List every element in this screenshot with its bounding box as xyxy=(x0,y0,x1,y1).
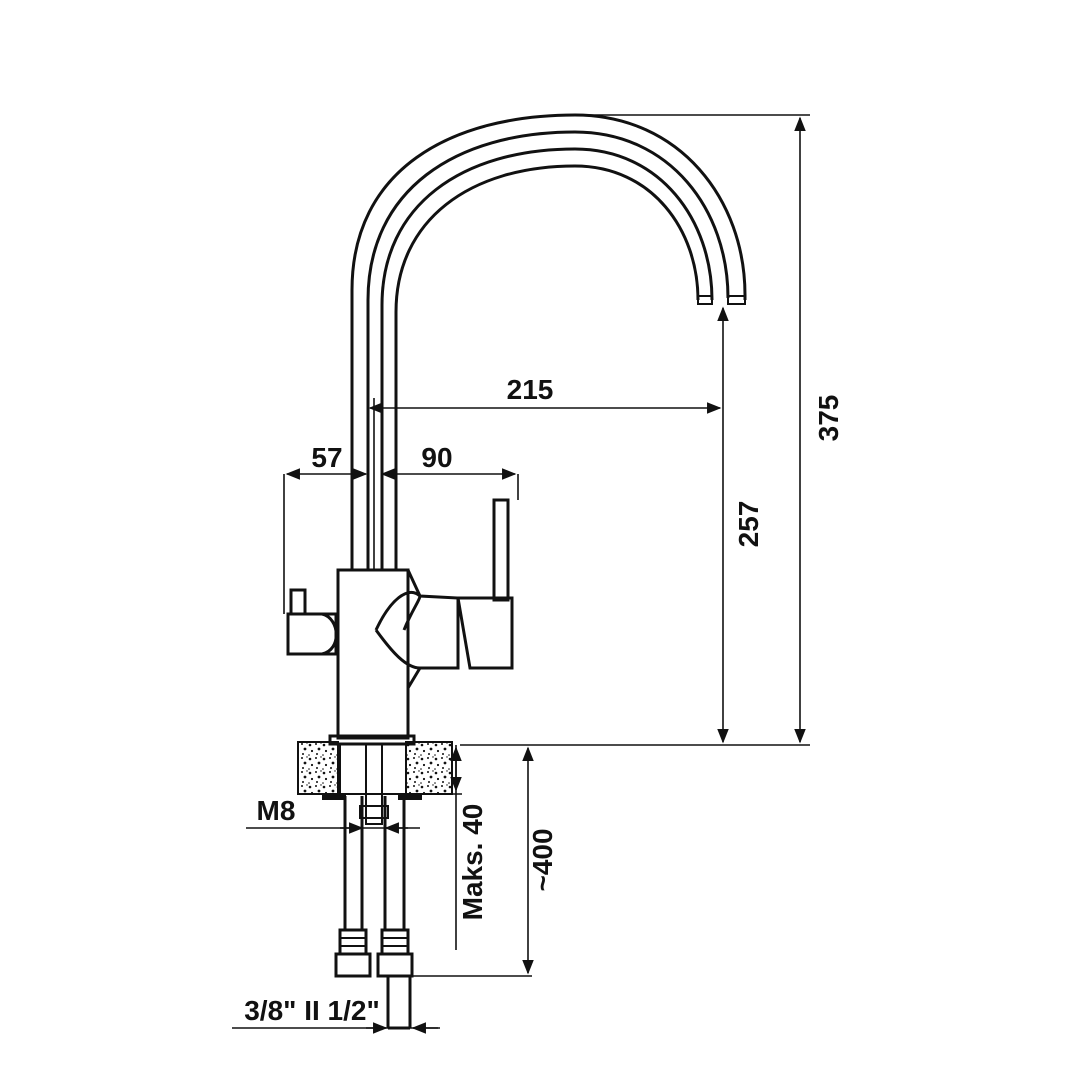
supply-hoses xyxy=(334,796,414,1030)
dimension-left-handle-offset: 57 xyxy=(311,442,342,473)
dimension-right-handle-offset: 90 xyxy=(421,442,452,473)
right-lever-handle xyxy=(456,498,514,670)
spout xyxy=(350,113,747,570)
dimension-thread: M8 xyxy=(257,795,296,826)
left-knob-handle xyxy=(286,588,338,656)
dimension-lines xyxy=(232,114,810,1034)
faucet-body xyxy=(336,568,460,740)
dimension-max-countertop: Maks. 40 xyxy=(457,804,488,921)
dimension-spout-reach: 215 xyxy=(507,374,554,405)
dimension-total-height: 375 xyxy=(813,395,844,442)
dimension-spout-height: 257 xyxy=(733,501,764,548)
countertop xyxy=(297,734,453,800)
dimension-connections: 3/8" II 1/2" xyxy=(244,995,380,1026)
dimension-hose-length: ~400 xyxy=(527,828,558,891)
mounting-stud xyxy=(359,743,389,825)
